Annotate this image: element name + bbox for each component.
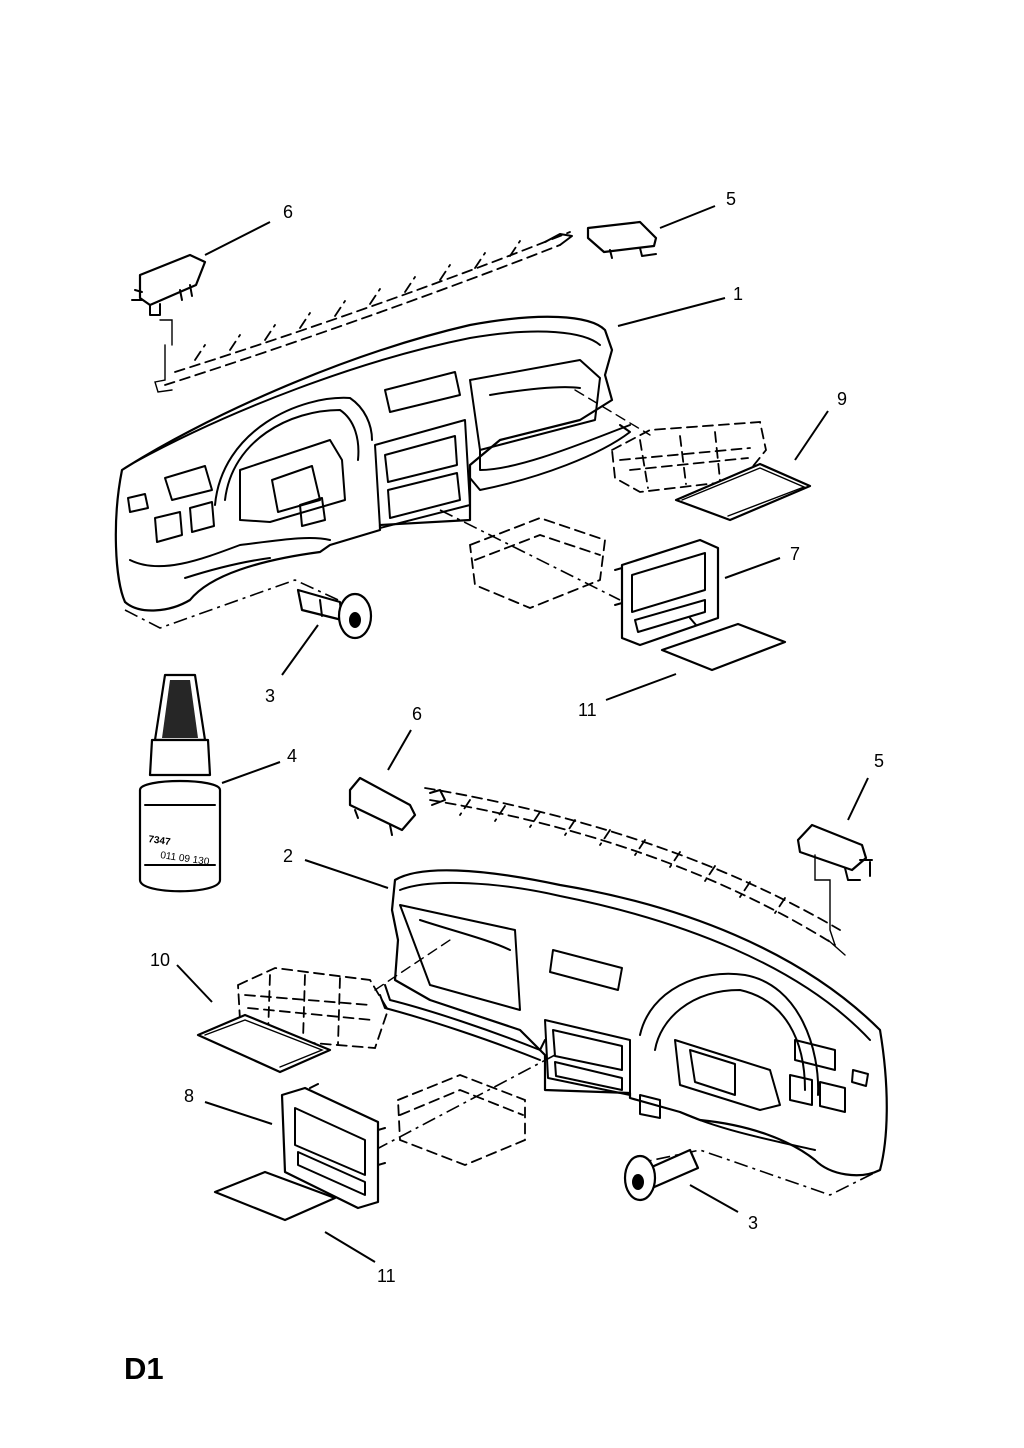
callout-2: 2 — [283, 846, 293, 866]
page-code: D1 — [124, 1351, 164, 1386]
callouts: 6 5 1 9 7 3 11 4 6 5 2 10 8 3 11 — [150, 189, 884, 1286]
lower-fastener — [623, 1148, 881, 1202]
lower-end-cap-right — [796, 823, 873, 956]
upper-end-cap-left — [131, 253, 207, 393]
callout-11-upper: 11 — [578, 700, 597, 720]
callout-3-lower: 3 — [748, 1213, 758, 1233]
lower-end-cap-left — [348, 776, 417, 836]
upper-radio-pad — [660, 622, 787, 672]
callout-10: 10 — [150, 950, 170, 970]
callout-11-lower: 11 — [377, 1266, 396, 1286]
lower-dashboard-body — [379, 869, 888, 1177]
bottle-code: 7347 — [148, 834, 172, 848]
callout-5-lower: 5 — [874, 751, 884, 771]
callout-3-upper: 3 — [265, 686, 275, 706]
lower-radio-fascia — [280, 1083, 386, 1210]
upper-storage-tray — [574, 389, 767, 493]
callout-6-lower: 6 — [412, 704, 422, 724]
callout-8: 8 — [184, 1086, 194, 1106]
adhesive-bottle: 7347 011 09 130 — [138, 673, 222, 893]
callout-1-upper: 1 — [733, 284, 743, 304]
callout-6-upper: 6 — [283, 202, 293, 222]
callout-7-upper: 7 — [790, 544, 800, 564]
upper-tray-mat — [674, 462, 812, 522]
upper-fastener — [124, 579, 373, 640]
callout-5-upper: 5 — [726, 189, 736, 209]
upper-dashboard-body — [114, 315, 631, 612]
upper-radio-box — [439, 509, 621, 609]
upper-defroster-vent — [164, 231, 573, 386]
lower-radio-pad — [213, 1170, 337, 1222]
lower-radio-box — [374, 1054, 556, 1166]
upper-radio-fascia — [614, 538, 720, 647]
callout-4: 4 — [287, 746, 297, 766]
lower-defroster-vent — [424, 787, 841, 946]
callout-9-upper: 9 — [837, 389, 847, 409]
leader-lines — [176, 205, 869, 1263]
lower-tray-mat — [196, 1013, 332, 1074]
upper-end-cap-right — [586, 220, 658, 259]
